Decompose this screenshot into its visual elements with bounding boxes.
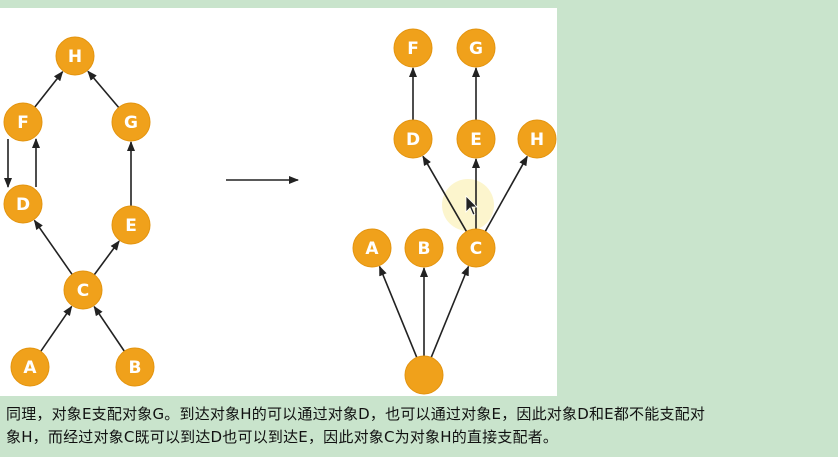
edge-f-h xyxy=(34,70,64,108)
caption-line-1: 同理，对象E支配对象G。到达对象H的可以通过对象D，也可以通过对象E，因此对象D… xyxy=(6,405,706,423)
node-circle xyxy=(456,228,496,268)
node-label: C xyxy=(470,239,482,259)
right-node-c: C xyxy=(456,228,496,268)
right-node-f: F xyxy=(393,28,433,68)
left-node-e: E xyxy=(111,205,151,245)
right-node-a: A xyxy=(352,228,392,268)
node-circle xyxy=(393,28,433,68)
edge-c-d xyxy=(422,155,468,232)
left-node-a: A xyxy=(10,347,50,387)
node-label: D xyxy=(16,195,30,215)
dominator-tree-diagram: H F G D E C A B F G D E H A B C xyxy=(3,28,557,395)
edge-c-h xyxy=(484,155,528,232)
node-label: F xyxy=(17,113,29,133)
node-circle xyxy=(111,205,151,245)
left-node-h: H xyxy=(55,36,95,76)
left-node-c: C xyxy=(63,270,103,310)
left-node-f: F xyxy=(3,102,43,142)
edge-c-d xyxy=(33,219,73,275)
node-circle xyxy=(404,228,444,268)
edge-root-a xyxy=(378,265,418,358)
node-label: A xyxy=(365,239,379,259)
left-node-g: G xyxy=(111,102,151,142)
caption-text: 同理，对象E支配对象G。到达对象H的可以通过对象D，也可以通过对象E，因此对象D… xyxy=(6,403,834,449)
edge-a-c xyxy=(40,305,73,352)
left-node-b: B xyxy=(115,347,155,387)
node-label: C xyxy=(77,281,89,301)
node-label: G xyxy=(124,113,138,133)
node-label: B xyxy=(129,358,142,378)
node-label: E xyxy=(470,130,482,150)
right-node-root xyxy=(404,355,444,395)
right-tree-edges xyxy=(378,67,528,358)
node-circle xyxy=(404,355,444,395)
edge-c-e xyxy=(93,240,120,276)
node-circle xyxy=(3,102,43,142)
node-circle xyxy=(517,119,557,159)
edge-b-c xyxy=(93,305,126,352)
node-circle xyxy=(55,36,95,76)
diagram-panel: H F G D E C A B F G D E H A B C xyxy=(0,8,557,396)
node-label: D xyxy=(406,130,420,150)
node-circle xyxy=(393,119,433,159)
right-node-h: H xyxy=(517,119,557,159)
edge-g-h xyxy=(87,70,120,109)
node-label: E xyxy=(125,216,137,236)
node-label: G xyxy=(469,39,483,59)
right-node-e: E xyxy=(456,119,496,159)
right-tree-nodes: F G D E H A B C xyxy=(352,28,557,395)
node-label: F xyxy=(407,39,419,59)
node-circle xyxy=(456,28,496,68)
right-node-b: B xyxy=(404,228,444,268)
right-node-d: D xyxy=(393,119,433,159)
left-node-d: D xyxy=(3,184,43,224)
node-circle xyxy=(63,270,103,310)
left-graph-nodes: H F G D E C A B xyxy=(3,36,155,387)
node-label: B xyxy=(418,239,431,259)
node-label: H xyxy=(68,47,82,67)
node-circle xyxy=(10,347,50,387)
left-graph-edges xyxy=(4,70,135,352)
right-node-g: G xyxy=(456,28,496,68)
node-circle xyxy=(456,119,496,159)
node-label: A xyxy=(23,358,37,378)
node-circle xyxy=(111,102,151,142)
node-circle xyxy=(3,184,43,224)
node-circle xyxy=(352,228,392,268)
node-label: H xyxy=(530,130,544,150)
node-circle xyxy=(115,347,155,387)
caption-line-2: 象H，而经过对象C既可以到达D也可以到达E，因此对象C为对象H的直接支配者。 xyxy=(6,428,559,446)
mouse-cursor-icon xyxy=(465,195,478,216)
edge-root-c xyxy=(430,265,470,358)
